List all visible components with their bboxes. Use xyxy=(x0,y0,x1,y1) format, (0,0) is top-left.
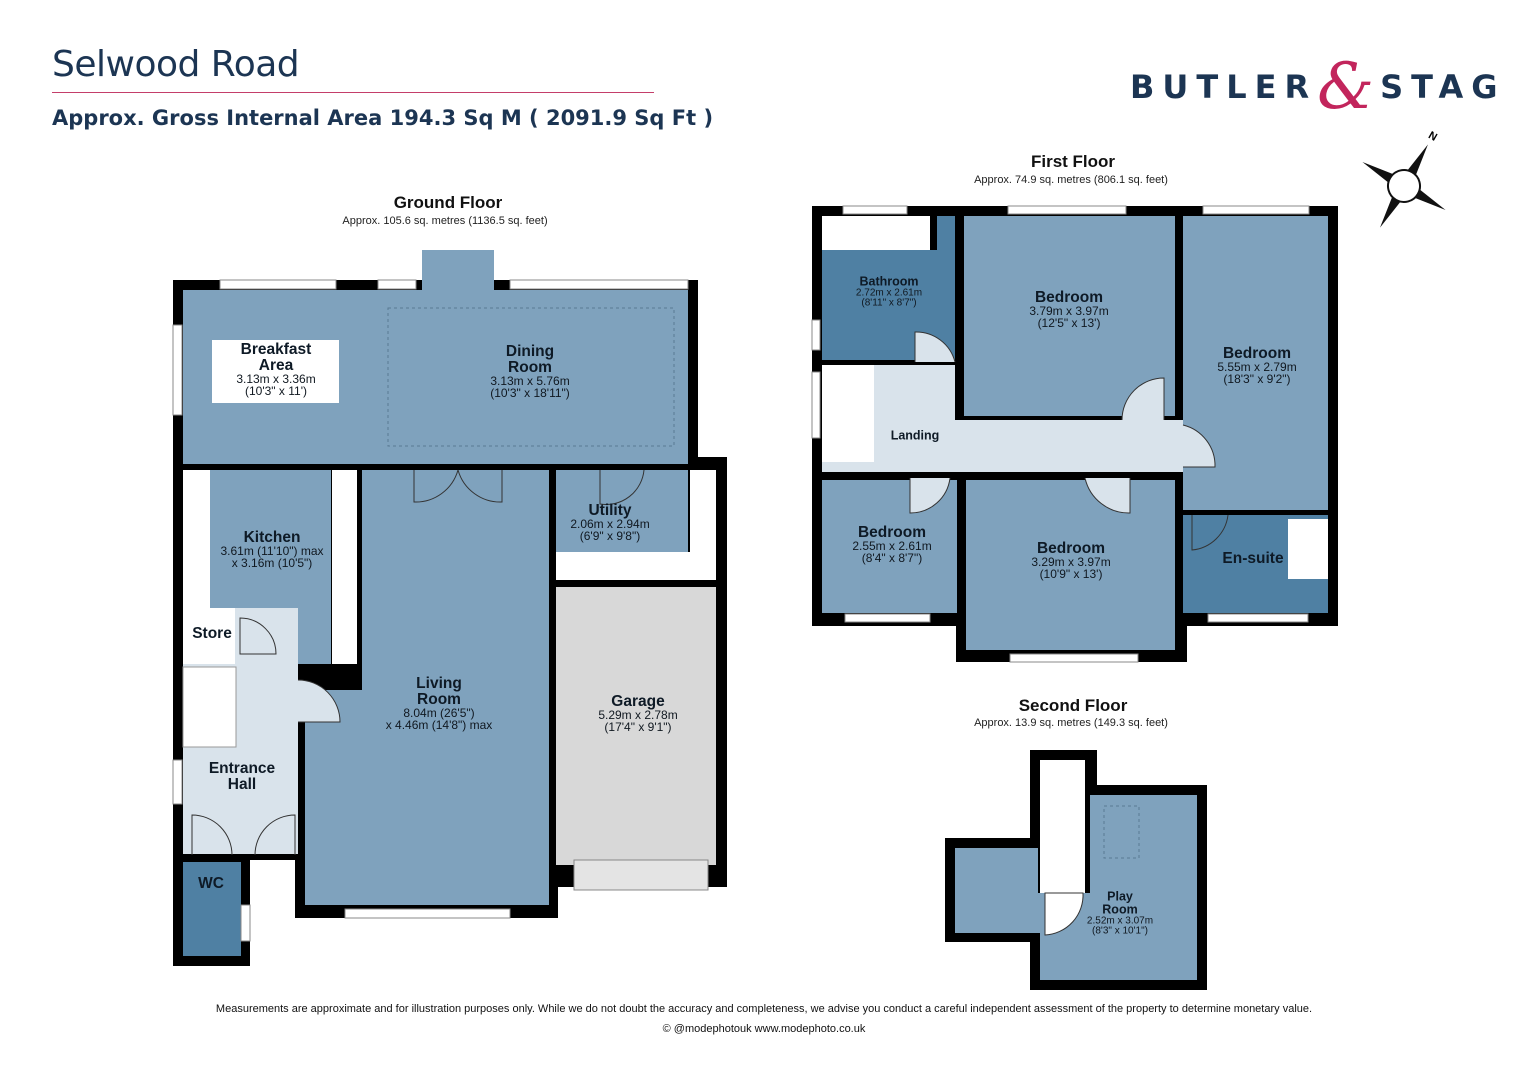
room-dimensions: 2.52m x 3.07m xyxy=(1087,916,1153,927)
room-dimensions: (8'3" x 10'1") xyxy=(1092,926,1148,937)
room-dimensions: (10'9" x 13') xyxy=(1040,567,1103,581)
first-floor-plan xyxy=(811,205,1338,663)
room-name: Store xyxy=(192,625,232,642)
room-name: Room xyxy=(417,691,461,708)
room-dimensions: (10'3" x 18'11") xyxy=(490,386,570,400)
first-floor-area: Approx. 74.9 sq. metres (806.1 sq. feet) xyxy=(974,174,1168,186)
logo-left: BUTLER xyxy=(1130,68,1318,106)
room-dimensions: (17'4" x 9'1") xyxy=(604,720,671,734)
room-dimensions: 5.55m x 2.79m xyxy=(1217,360,1296,374)
ground-floor-title: Ground Floor xyxy=(394,193,503,212)
room-name: Hall xyxy=(228,776,256,793)
room-name: Living xyxy=(416,675,462,692)
room-name: Breakfast xyxy=(241,341,312,358)
room-dimensions: 5.29m x 2.78m xyxy=(598,708,677,722)
compass-north-label: N xyxy=(1426,129,1439,143)
room-name: Bedroom xyxy=(1035,289,1103,306)
footer-disclaimer: Measurements are approximate and for ill… xyxy=(215,1003,1313,1015)
room-name: Entrance xyxy=(209,760,276,777)
room-label: Landing xyxy=(891,428,940,442)
ground-floor-area: Approx. 105.6 sq. metres (1136.5 sq. fee… xyxy=(342,215,547,227)
room-name: Kitchen xyxy=(244,529,301,546)
room-dimensions: (10'3" x 11') xyxy=(245,384,307,398)
room-name: Landing xyxy=(891,428,940,442)
title-divider xyxy=(52,92,654,93)
room-dimensions: 2.06m x 2.94m xyxy=(570,517,649,531)
room-dimensions: x 3.16m (10'5") xyxy=(232,556,313,570)
room-dimensions: (8'11" x 8'7") xyxy=(861,298,916,309)
room-dimensions: x 4.46m (14'8") max xyxy=(386,718,493,732)
room-name: Utility xyxy=(588,502,631,519)
room-label: En-suite xyxy=(1222,550,1284,567)
compass-icon: N xyxy=(1362,129,1446,228)
room-dimensions: 8.04m (26'5") xyxy=(403,706,474,720)
second-floor-title: Second Floor xyxy=(1019,696,1128,715)
room-name: Bedroom xyxy=(858,524,926,541)
room-name: Garage xyxy=(611,693,665,710)
second-floor-plan xyxy=(945,750,1207,990)
first-floor-title: First Floor xyxy=(1031,152,1115,171)
room-dimensions: (6'9" x 9'8") xyxy=(580,529,640,543)
room-dimensions: 2.55m x 2.61m xyxy=(852,539,931,553)
room-dimensions: 2.72m x 2.61m xyxy=(856,288,922,299)
room-name: WC xyxy=(198,875,224,892)
room-name: Play xyxy=(1107,889,1133,903)
room-name: Room xyxy=(508,359,552,376)
room-name: Area xyxy=(259,357,294,374)
logo-right: STAG xyxy=(1380,68,1506,106)
property-title: Selwood Road xyxy=(52,44,300,85)
logo-ampersand: & xyxy=(1317,50,1375,124)
room-dimensions: (12'5" x 13') xyxy=(1038,316,1101,330)
room-dimensions: (8'4" x 8'7") xyxy=(862,551,922,565)
room-name: Bedroom xyxy=(1037,540,1105,557)
ground-floor-plan xyxy=(172,250,727,966)
room-dimensions: 3.13m x 3.36m xyxy=(236,372,315,386)
gross-area: Approx. Gross Internal Area 194.3 Sq M (… xyxy=(52,106,714,130)
second-floor-area: Approx. 13.9 sq. metres (149.3 sq. feet) xyxy=(974,717,1168,729)
room-name: Dining xyxy=(506,343,554,360)
room-dimensions: 3.13m x 5.76m xyxy=(490,374,569,388)
room-dimensions: 3.79m x 3.97m xyxy=(1029,304,1108,318)
footer-credit: © @modephotouk www.modephoto.co.uk xyxy=(662,1023,866,1035)
room-label: WC xyxy=(198,875,224,892)
room-name: Room xyxy=(1102,902,1137,916)
room-name: En-suite xyxy=(1222,550,1284,567)
room-name: Bedroom xyxy=(1223,345,1291,362)
room-label: Store xyxy=(192,625,232,642)
room-name: Bathroom xyxy=(859,274,918,288)
room-dimensions: 3.61m (11'10") max xyxy=(220,544,323,558)
butler-stag-logo: BUTLER & STAG xyxy=(1130,50,1505,124)
room-dimensions: (18'3" x 9'2") xyxy=(1223,372,1290,386)
room-dimensions: 3.29m x 3.97m xyxy=(1031,555,1110,569)
